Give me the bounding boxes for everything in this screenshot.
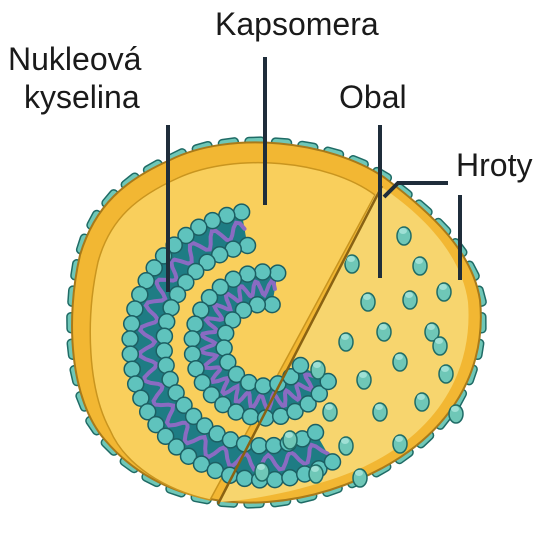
capsomere (156, 343, 172, 359)
capsomere (122, 346, 138, 362)
spike-highlight (341, 334, 349, 340)
capsomere (184, 331, 200, 347)
capsomere (237, 470, 253, 486)
surface-spike (433, 337, 447, 355)
capsomere (241, 375, 257, 391)
surface-spike (283, 431, 297, 449)
spike-highlight (375, 404, 383, 410)
capsomere (124, 316, 140, 332)
capsomere (156, 328, 172, 344)
nucleic-acid-label-line2: kyselina (24, 78, 141, 116)
capsomere (243, 409, 259, 425)
spike-highlight (415, 258, 423, 264)
surface-spike (339, 437, 353, 455)
spike-highlight (355, 470, 363, 476)
surface-spike (393, 435, 407, 453)
capsomere (127, 301, 143, 317)
capsomere (240, 238, 256, 254)
capsomere (293, 358, 309, 374)
spike-highlight (257, 464, 265, 470)
capsomere (264, 297, 280, 313)
surface-spike (373, 403, 387, 421)
spike-highlight (441, 366, 449, 372)
surface-spike (353, 469, 367, 487)
spike-highlight (405, 292, 413, 298)
nucleic-acid-label-line1: Nukleová (8, 40, 141, 78)
surface-spike (345, 255, 359, 273)
surface-spike (393, 353, 407, 371)
capsomere (270, 265, 286, 281)
spike-highlight (435, 338, 443, 344)
spike-highlight (359, 372, 367, 378)
surface-spike (377, 323, 391, 341)
capsomere (251, 438, 267, 454)
nucleic-acid-label: Nukleová kyselina (8, 40, 141, 116)
spike-highlight (363, 294, 371, 300)
spike-highlight (451, 406, 459, 412)
surface-spike (439, 365, 453, 383)
spike-highlight (439, 284, 447, 290)
spike-highlight (379, 324, 387, 330)
spike-highlight (427, 324, 435, 330)
surface-spike (361, 293, 375, 311)
envelope-label: Obal (339, 78, 407, 116)
spike-highlight (311, 466, 319, 472)
capsomere (228, 404, 244, 420)
capsomere (132, 287, 148, 303)
capsomere (282, 470, 298, 486)
surface-spike (413, 257, 427, 275)
capsomere (185, 346, 201, 362)
surface-spike (323, 403, 337, 421)
capsomere (124, 361, 140, 377)
capsomere (216, 340, 232, 356)
capsomere (234, 204, 250, 220)
spike-highlight (347, 256, 355, 262)
capsomere (255, 264, 271, 280)
capsomere (308, 425, 324, 441)
surface-spike (403, 291, 417, 309)
surface-spike (397, 227, 411, 245)
spike-highlight (313, 362, 321, 368)
spike-highlight (395, 354, 403, 360)
spike-highlight (341, 438, 349, 444)
capsomere (159, 314, 175, 330)
capsomere (218, 325, 234, 341)
spike-highlight (417, 394, 425, 400)
capsomere (266, 438, 282, 454)
capsomere (325, 454, 341, 470)
spike-highlight (285, 432, 293, 438)
surface-spike (437, 283, 451, 301)
capsomere (122, 331, 138, 347)
capsomere-label: Kapsomera (215, 5, 379, 43)
spike-highlight (325, 404, 333, 410)
spike-highlight (395, 436, 403, 442)
surface-spike (339, 333, 353, 351)
spikes-label: Hroty (456, 146, 532, 184)
surface-spike (309, 465, 323, 483)
surface-spike (415, 393, 429, 411)
capsomere (207, 463, 223, 479)
surface-spike (357, 371, 371, 389)
surface-spike (449, 405, 463, 423)
capsomere (187, 316, 203, 332)
capsomere (255, 378, 271, 394)
surface-spike (255, 463, 269, 481)
spike-highlight (399, 228, 407, 234)
surface-spike (311, 361, 325, 379)
